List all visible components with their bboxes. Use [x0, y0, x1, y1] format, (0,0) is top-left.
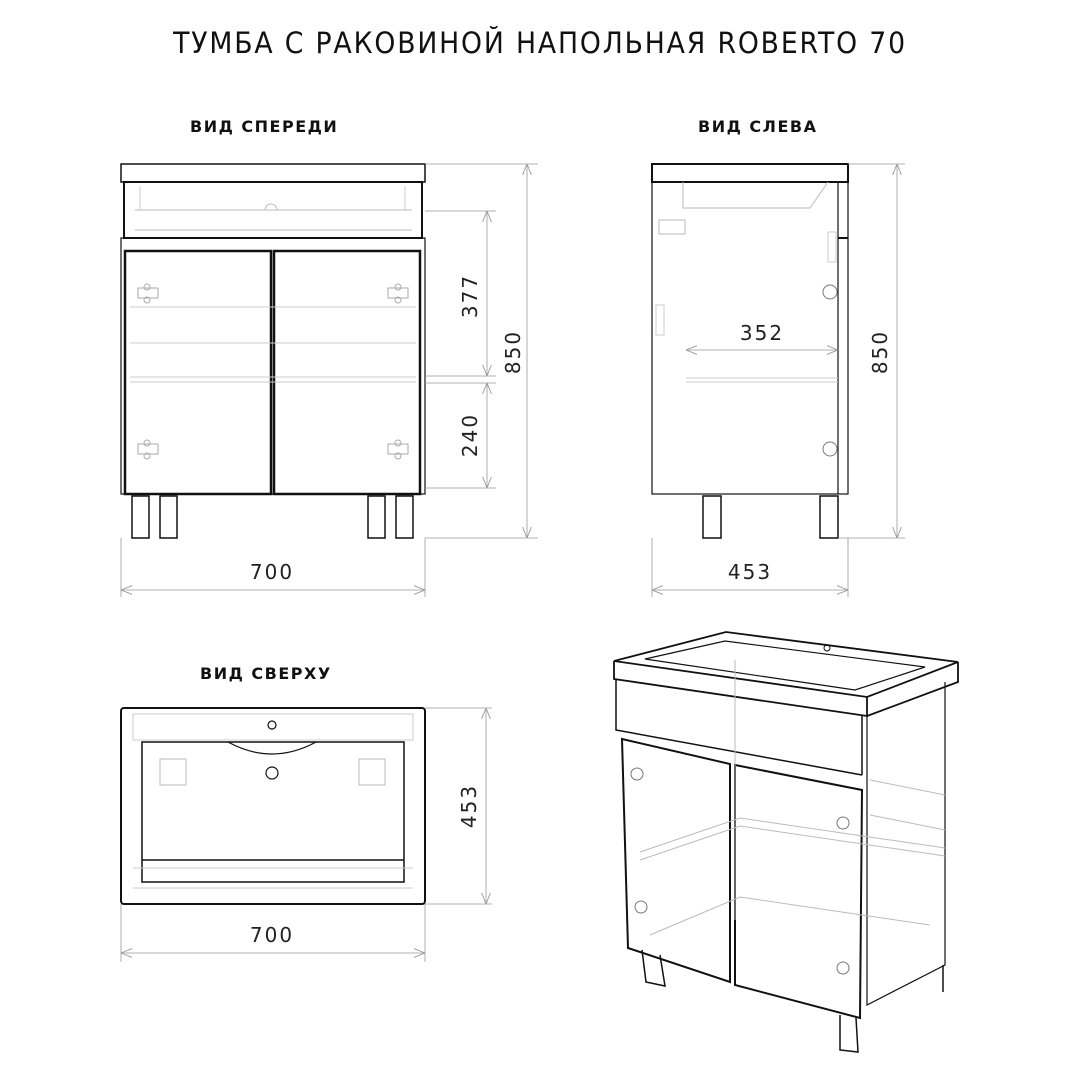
top-depth-dim: 453	[457, 784, 481, 828]
front-view-label: ВИД СПЕРЕДИ	[190, 117, 339, 136]
top-view: 453 700	[120, 707, 492, 962]
front-upper-dim: 377	[458, 274, 482, 318]
front-height-dim: 850	[501, 330, 525, 374]
front-view: 700 377 240 850	[120, 163, 538, 597]
top-view-label: ВИД СВЕРХУ	[200, 664, 332, 683]
page-title: ТУМБА С РАКОВИНОЙ НАПОЛЬНАЯ ROBERTO 70	[173, 26, 907, 60]
left-height-dim: 850	[868, 330, 892, 374]
left-depth-dim: 453	[728, 560, 772, 584]
left-view: 352 850 453	[651, 163, 905, 597]
left-view-label: ВИД СЛЕВА	[698, 117, 818, 136]
isometric-view	[613, 631, 959, 1053]
top-width-dim: 700	[250, 923, 294, 947]
front-width-dim: 700	[250, 560, 294, 584]
left-inner-depth-dim: 352	[740, 321, 784, 345]
front-lower-dim: 240	[458, 413, 482, 457]
